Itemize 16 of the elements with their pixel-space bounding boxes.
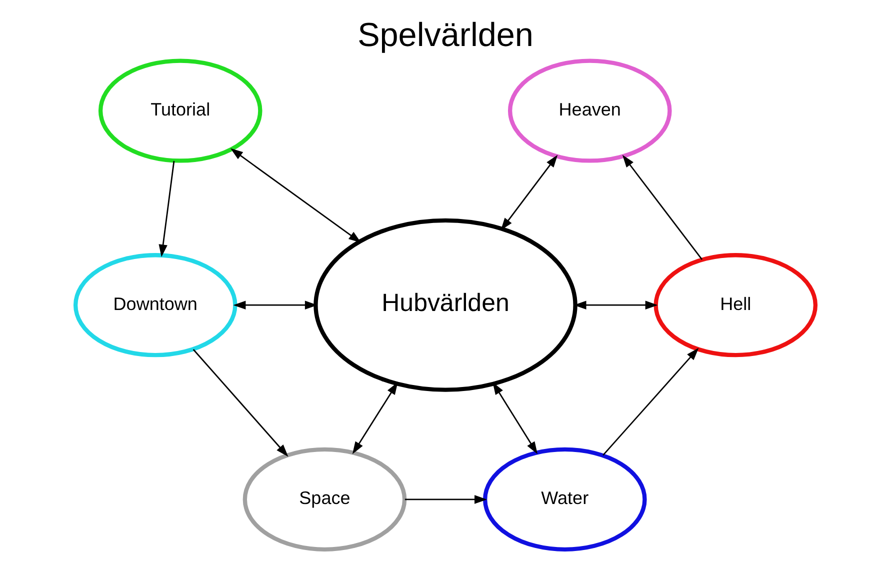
node-ellipse: Hell xyxy=(654,253,818,358)
arrow xyxy=(230,148,362,243)
node-ellipse: Heaven xyxy=(508,58,672,163)
arrow xyxy=(622,154,703,260)
arrow xyxy=(492,382,538,454)
node-ellipse: Water xyxy=(482,447,647,552)
arrow xyxy=(352,382,398,454)
node-ellipse: Tutorial xyxy=(98,58,262,163)
arrow xyxy=(404,495,488,504)
arrow xyxy=(602,348,699,456)
arrow xyxy=(500,154,558,230)
node-ellipse: Downtown xyxy=(73,253,238,358)
arrow xyxy=(192,349,288,457)
arrow xyxy=(158,160,175,258)
diagram-title: Spelvärlden xyxy=(358,16,534,54)
node-ellipse: Space xyxy=(242,447,407,552)
